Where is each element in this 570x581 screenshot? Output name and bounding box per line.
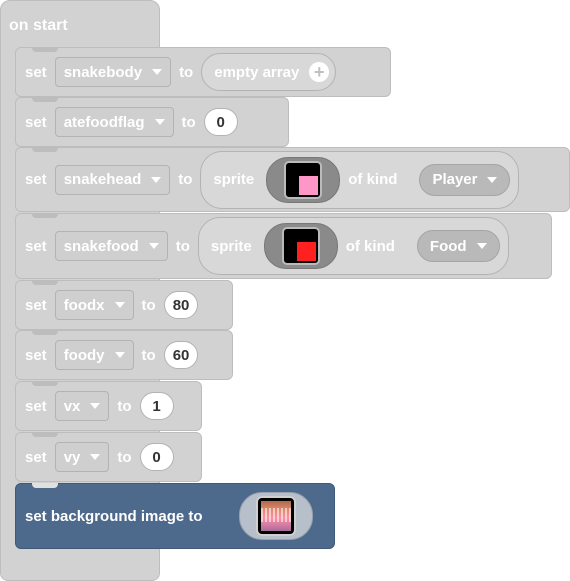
to-keyword: to — [175, 237, 190, 255]
kind-dropdown-food[interactable]: Food — [416, 230, 500, 262]
variable-name: snakefood — [63, 237, 139, 255]
set-keyword: set — [25, 237, 47, 255]
block-notch — [32, 97, 58, 102]
plus-circle-icon[interactable]: + — [309, 62, 330, 82]
empty-array-label: empty array — [214, 63, 300, 81]
variable-dropdown-snakefood[interactable]: snakefood — [54, 231, 168, 261]
kind-dropdown-player[interactable]: Player — [419, 163, 511, 196]
sprite-keyword: sprite — [210, 237, 252, 255]
background-image-picker[interactable] — [238, 492, 313, 540]
set-snakehead-block[interactable]: set snakehead to sprite of kind Player — [15, 147, 570, 212]
variable-dropdown-atefoodflag[interactable]: atefoodflag — [54, 107, 174, 137]
set-keyword: set — [25, 346, 47, 364]
variable-dropdown-vx[interactable]: vx — [54, 391, 110, 421]
chevron-down-icon — [151, 176, 162, 183]
set-keyword: set — [25, 171, 47, 188]
chevron-down-icon — [148, 243, 159, 249]
of-kind-keyword: of kind — [348, 171, 398, 188]
variable-dropdown-vy[interactable]: vy — [54, 442, 110, 472]
background-image-pattern — [260, 508, 291, 522]
block-notch — [32, 483, 58, 488]
set-keyword: set — [25, 63, 47, 81]
block-notch — [32, 280, 58, 285]
block-notch — [32, 47, 58, 52]
variable-name: snakebody — [63, 63, 143, 81]
set-keyword: set — [25, 448, 47, 466]
kind-name: Food — [429, 237, 467, 255]
variable-dropdown-snakehead[interactable]: snakehead — [54, 164, 171, 195]
block-notch — [32, 330, 58, 335]
chevron-down-icon — [487, 176, 498, 183]
number-input-vx[interactable]: 1 — [139, 392, 174, 420]
sprite-image-icon — [281, 227, 320, 265]
variable-name: foodx — [63, 296, 105, 314]
set-keyword: set — [25, 113, 47, 131]
block-notch — [32, 147, 58, 152]
sprite-keyword: sprite — [213, 171, 255, 188]
set-vx-block[interactable]: set vx to 1 — [15, 381, 202, 431]
sprite-create-block[interactable]: sprite of kind Food — [197, 217, 509, 275]
variable-dropdown-foodx[interactable]: foodx — [54, 290, 134, 320]
set-keyword: set — [25, 397, 47, 415]
chevron-down-icon — [90, 403, 101, 409]
set-background-image-block[interactable]: set background image to — [15, 483, 335, 549]
variable-dropdown-foody[interactable]: foody — [54, 340, 134, 370]
block-notch — [32, 432, 58, 437]
number-input-vy[interactable]: 0 — [139, 443, 174, 471]
sprite-create-block[interactable]: sprite of kind Player — [200, 150, 520, 209]
to-keyword: to — [117, 448, 132, 466]
variable-name: vx — [63, 397, 81, 415]
variable-name: foody — [63, 346, 105, 364]
sprite-image-picker[interactable] — [263, 223, 338, 269]
empty-array-block[interactable]: empty array + — [201, 53, 337, 91]
sprite-pixel — [296, 242, 316, 261]
chevron-down-icon — [476, 243, 487, 249]
kind-name: Player — [432, 171, 478, 188]
background-image-icon — [255, 496, 296, 536]
number-input-foodx[interactable]: 80 — [163, 291, 199, 319]
variable-dropdown-snakebody[interactable]: snakebody — [54, 57, 172, 87]
block-notch — [32, 213, 58, 218]
set-foodx-block[interactable]: set foodx to 80 — [15, 280, 233, 330]
set-keyword: set — [25, 296, 47, 314]
sprite-image-icon — [284, 160, 323, 199]
chevron-down-icon — [114, 302, 125, 308]
set-snakefood-block[interactable]: set snakefood to sprite of kind Food — [15, 213, 552, 279]
chevron-down-icon — [114, 352, 125, 358]
variable-name: snakehead — [63, 171, 142, 188]
set-atefoodflag-block[interactable]: set atefoodflag to 0 — [15, 97, 289, 147]
sprite-image-picker[interactable] — [266, 156, 341, 203]
chevron-down-icon — [154, 119, 165, 125]
to-keyword: to — [141, 296, 156, 314]
of-kind-keyword: of kind — [345, 237, 395, 255]
to-keyword: to — [141, 346, 156, 364]
number-input-atefoodflag[interactable]: 0 — [203, 108, 238, 136]
set-vy-block[interactable]: set vy to 0 — [15, 432, 202, 482]
to-keyword: to — [178, 171, 193, 188]
set-foody-block[interactable]: set foody to 60 — [15, 330, 233, 380]
sprite-pixel — [299, 175, 319, 195]
to-keyword: to — [181, 113, 196, 131]
to-keyword: to — [117, 397, 132, 415]
chevron-down-icon — [90, 454, 101, 460]
set-background-image-label: set background image to — [25, 507, 203, 525]
set-snakebody-block[interactable]: set snakebody to empty array + — [15, 47, 391, 97]
variable-name: vy — [63, 448, 81, 466]
chevron-down-icon — [152, 69, 163, 75]
on-start-label: on start — [9, 17, 68, 34]
block-notch — [32, 381, 58, 386]
to-keyword: to — [179, 63, 194, 81]
number-input-foody[interactable]: 60 — [163, 341, 199, 369]
variable-name: atefoodflag — [63, 113, 145, 131]
